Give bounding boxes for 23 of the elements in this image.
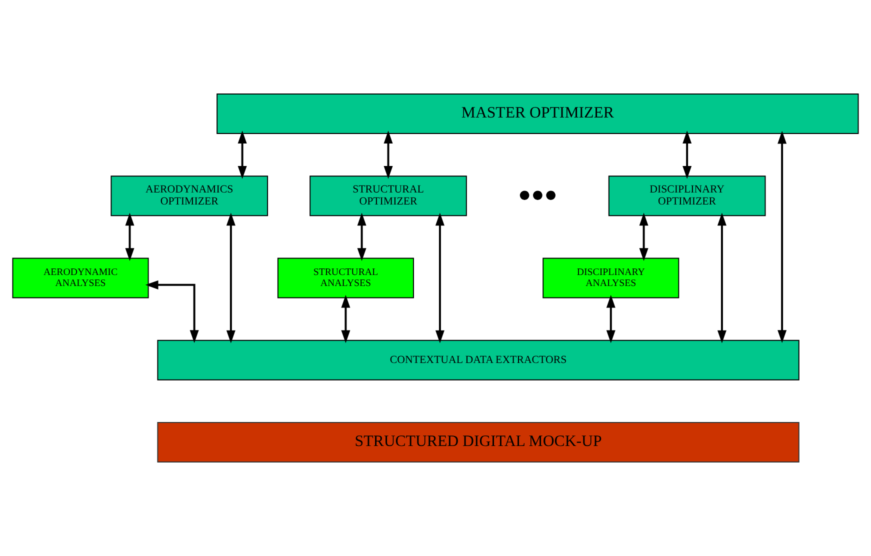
- arrow: [639, 212, 648, 262]
- arrow: [778, 130, 787, 344]
- node-box: AERODYNAMICS OPTIMIZER: [110, 176, 268, 216]
- label: ●●●: [518, 182, 558, 206]
- node-box: STRUCTURED DIGITAL MOCK-UP: [157, 422, 800, 463]
- arrow: [341, 294, 350, 344]
- arrow: [226, 212, 236, 344]
- arrow: [606, 294, 616, 344]
- node-box: CONTEXTUAL DATA EXTRACTORS: [157, 340, 800, 380]
- arrow: [717, 212, 726, 344]
- arrow: [145, 280, 199, 343]
- arrow: [238, 130, 247, 179]
- node-box: STRUCTURAL ANALYSES: [277, 258, 414, 298]
- arrow: [682, 130, 692, 179]
- arrow: [435, 212, 444, 344]
- node-box: DISCIPLINARY ANALYSES: [542, 258, 680, 298]
- arrow: [357, 212, 366, 262]
- arrow: [384, 130, 393, 179]
- arrow: [125, 212, 134, 262]
- node-box: AERODYNAMIC ANALYSES: [12, 258, 149, 298]
- node-box: MASTER OPTIMIZER: [216, 93, 859, 134]
- node-box: DISCIPLINARY OPTIMIZER: [608, 176, 766, 216]
- node-box: STRUCTURAL OPTIMIZER: [310, 176, 467, 216]
